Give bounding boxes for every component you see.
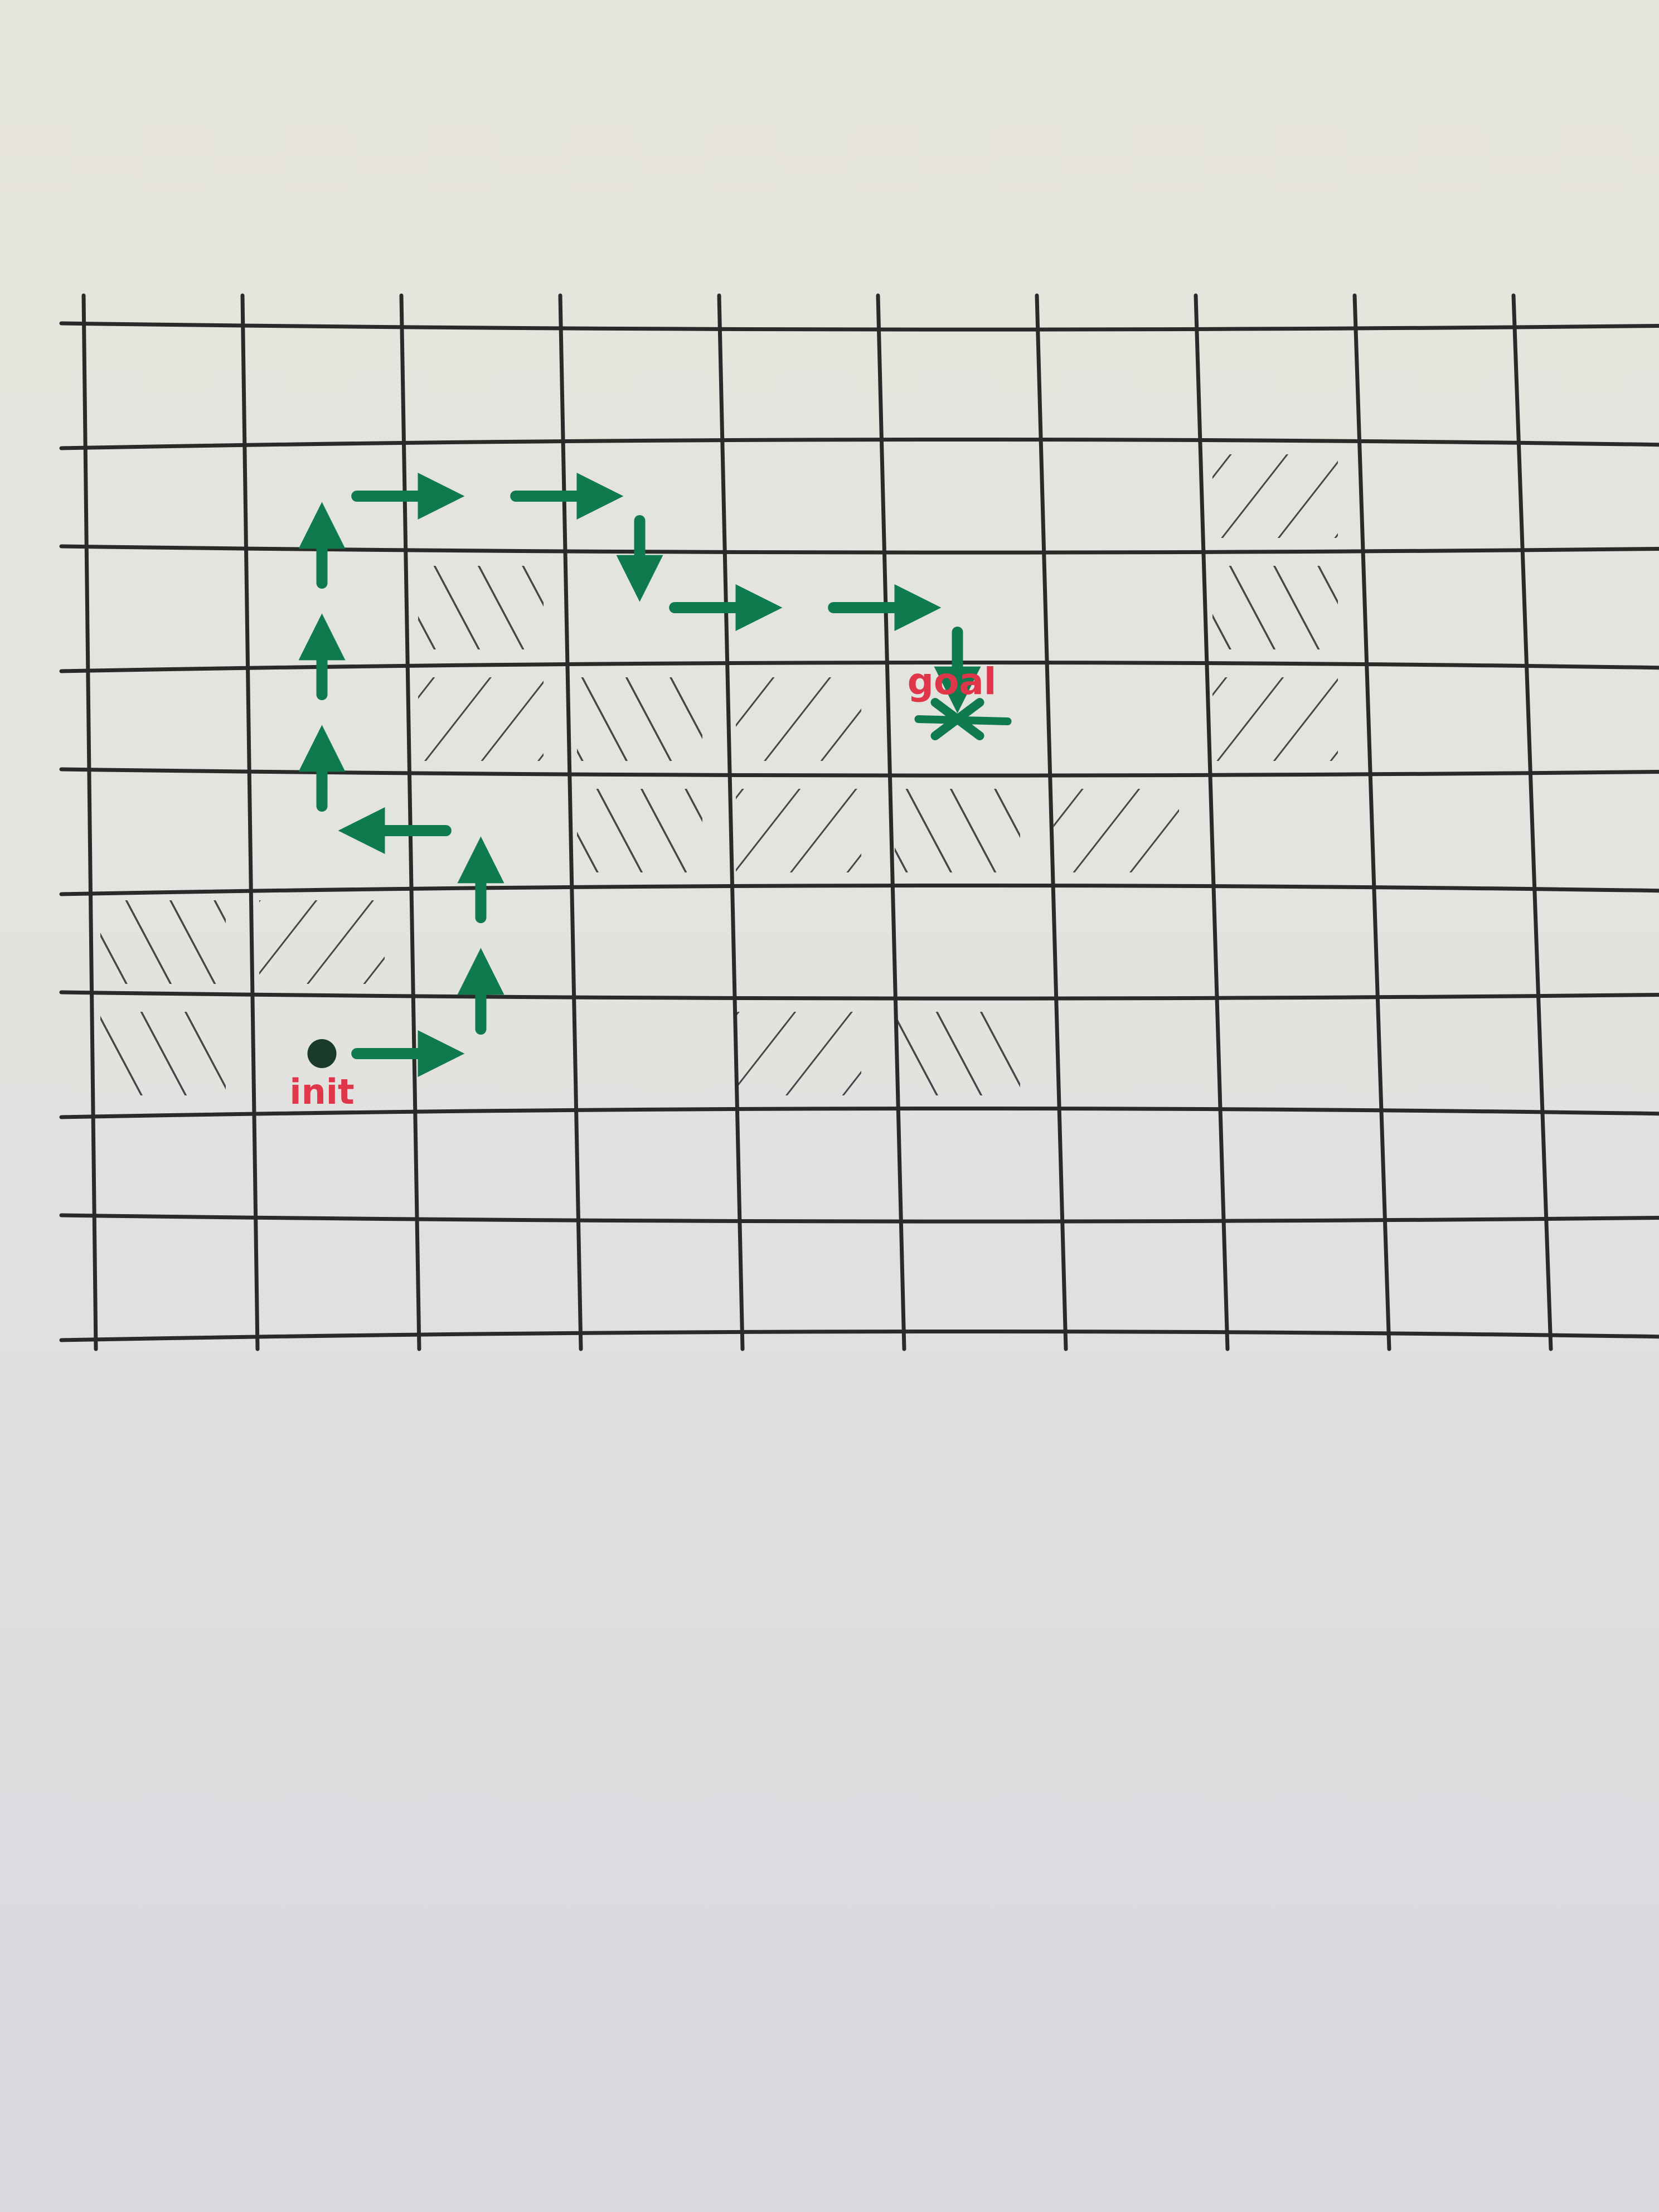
obstacle-cell [736, 677, 861, 761]
obstacle-cell [418, 677, 544, 761]
obstacle-cell [895, 1012, 1020, 1095]
obstacle-cell [100, 1012, 226, 1095]
filled-dot-icon [307, 1039, 337, 1068]
grid-column-line [1035, 293, 1068, 1351]
grid-row-line [59, 660, 1659, 673]
obstacle-cell [1212, 566, 1338, 649]
obstacle-cell [100, 900, 226, 984]
grid-column-line [1511, 293, 1553, 1351]
obstacle-cell [577, 677, 702, 761]
goal-label: goal [908, 660, 997, 703]
grid-column-line [240, 293, 260, 1351]
obstacle-cells [100, 454, 1338, 1095]
grid-row-line [59, 767, 1659, 778]
grid-row-line [59, 1213, 1659, 1224]
grid-row-line [59, 321, 1659, 332]
grid-row-line [59, 437, 1659, 450]
obstacle-cell [418, 566, 544, 649]
grid-column-line [1194, 293, 1230, 1351]
obstacle-cell [1054, 789, 1179, 872]
grid-column-line [717, 293, 745, 1351]
grid-column-line [876, 293, 906, 1351]
grid-row-line [59, 1106, 1659, 1119]
grid-row-line [59, 1329, 1659, 1342]
obstacle-cell [736, 789, 861, 872]
goal-marker: goal [908, 660, 1012, 740]
grid-row-line [59, 883, 1659, 896]
obstacle-cell [736, 1012, 861, 1095]
obstacle-cell [1212, 454, 1338, 538]
grid-row-line [59, 544, 1659, 555]
grid-lines [59, 293, 1659, 1351]
obstacle-cell [1212, 677, 1338, 761]
grid-column-line [558, 293, 583, 1351]
grid-row-line [59, 990, 1659, 1001]
start-marker: init [289, 1039, 355, 1112]
obstacle-cell [577, 789, 702, 872]
cross-icon [914, 698, 1012, 740]
grid-column-line [81, 293, 98, 1351]
obstacle-cell [259, 900, 385, 984]
obstacle-cell [895, 789, 1020, 872]
start-label: init [289, 1071, 354, 1112]
grid-column-line [399, 293, 421, 1351]
path-arrows [298, 473, 981, 1077]
grid-column-line [1352, 293, 1391, 1351]
